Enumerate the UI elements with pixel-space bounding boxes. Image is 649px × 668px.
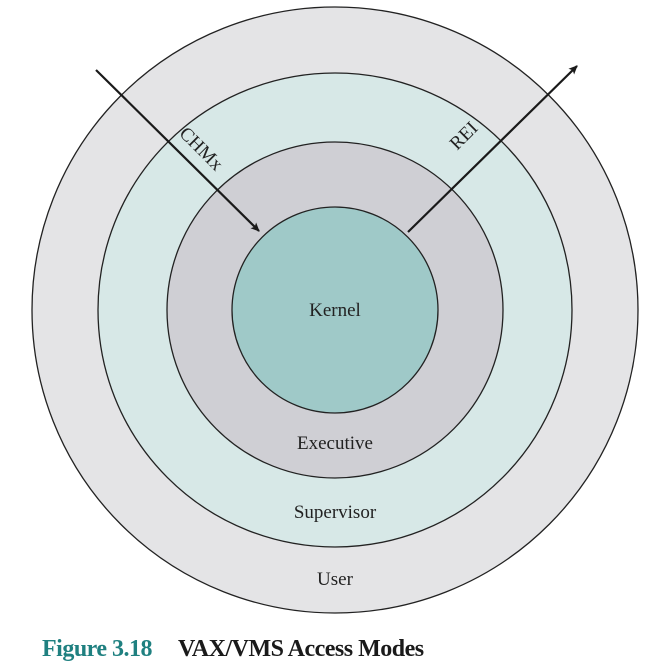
user-label: User — [317, 569, 354, 590]
figure-caption: Figure 3.18 VAX/VMS Access Modes — [42, 636, 424, 663]
figure-title: VAX/VMS Access Modes — [178, 636, 424, 662]
supervisor-label: Supervisor — [294, 502, 377, 523]
kernel-circle — [231, 206, 439, 414]
rei-arrow — [407, 65, 578, 233]
executive-label: Executive — [297, 433, 373, 454]
chmx-arrow — [95, 69, 260, 232]
kernel-label: Kernel — [309, 300, 361, 321]
figure-number: Figure 3.18 — [42, 636, 153, 662]
